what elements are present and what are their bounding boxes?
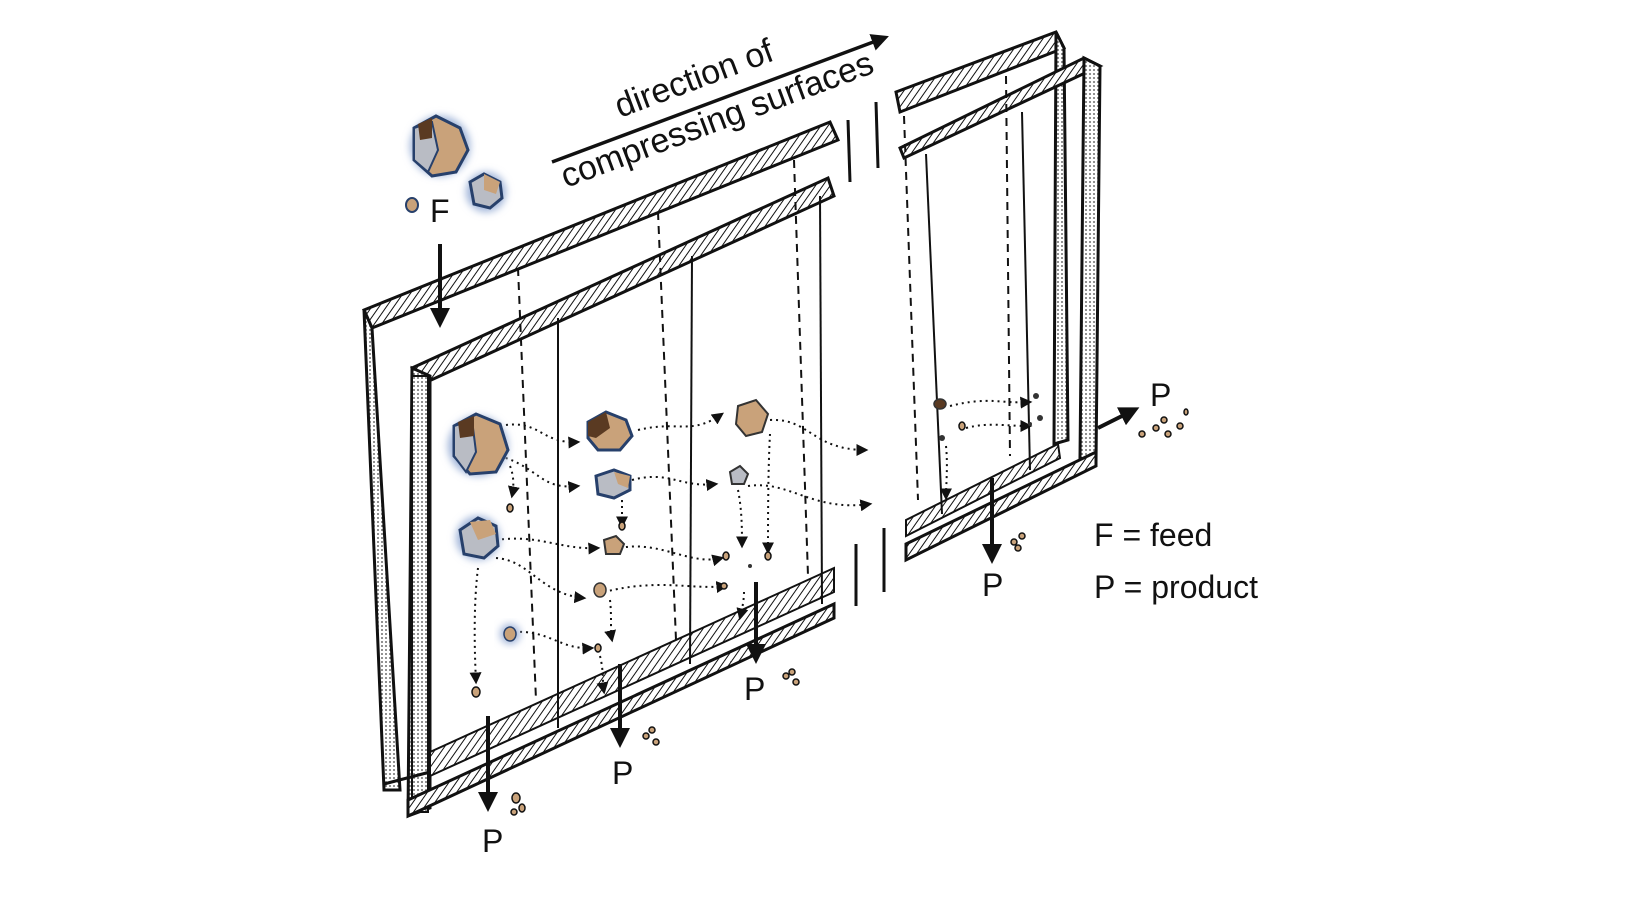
legend-feed: F = feed [1094, 517, 1212, 553]
product-arrows [430, 244, 1140, 812]
product-label-3: P [744, 671, 765, 707]
crushing-lines-solid [557, 111, 1031, 728]
crushing-rocks [448, 398, 947, 644]
rear-plate-left [361, 120, 841, 792]
rear-plate-right [894, 30, 1070, 446]
rock-large-feed [410, 114, 470, 178]
crushing-lines-dashed [517, 75, 1011, 701]
break-marks [846, 101, 886, 606]
product-label-5: P [1150, 377, 1171, 413]
product-particles-dark [748, 393, 1043, 568]
product-label-2: P [612, 755, 633, 791]
direction-arrow [551, 34, 889, 164]
product-label-1: P [482, 823, 503, 859]
rock-small-feed [405, 197, 419, 213]
front-plate-right [898, 55, 1104, 563]
product-particles [471, 408, 1189, 816]
feed-rocks [405, 114, 506, 213]
legend-product: P = product [1094, 569, 1258, 605]
feed-label: F [430, 193, 450, 229]
particle-paths [469, 396, 1033, 695]
rock-medium-feed [466, 172, 506, 212]
product-label-4: P [982, 567, 1003, 603]
